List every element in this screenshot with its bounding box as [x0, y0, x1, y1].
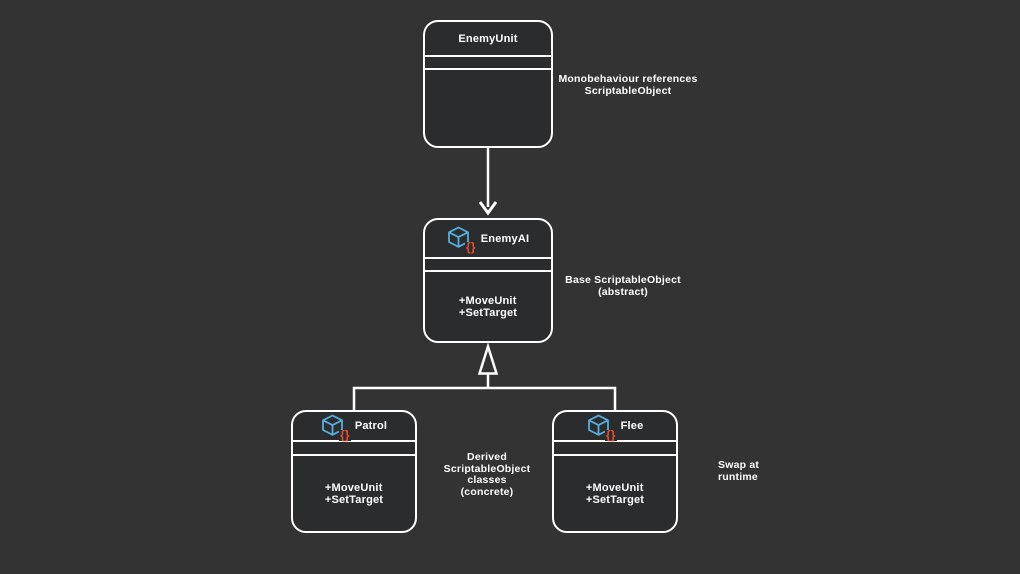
code-braces-icon: {}	[465, 240, 477, 254]
class-node-enemyunit: EnemyUnit	[423, 20, 553, 148]
code-braces-icon: {}	[604, 427, 617, 442]
methods-compartment: +MoveUnit +SetTarget	[554, 456, 676, 531]
method-label: +SetTarget	[324, 493, 384, 506]
annotation-base-scriptableobject: Base ScriptableObject (abstract)	[565, 274, 681, 298]
code-braces-icon: {}	[339, 427, 351, 442]
class-title: Patrol	[354, 420, 388, 432]
class-title-row: {} Flee	[554, 412, 676, 442]
compartment-divider	[425, 270, 551, 272]
method-label: +MoveUnit	[324, 481, 383, 494]
method-label: +MoveUnit	[458, 294, 517, 307]
scriptableobject-icon: {}	[587, 414, 617, 442]
scriptableobject-icon: {}	[447, 226, 477, 254]
fields-compartment	[425, 57, 551, 68]
method-label: +MoveUnit	[585, 481, 644, 494]
class-title: EnemyAI	[480, 232, 530, 245]
scriptableobject-icon: {}	[321, 414, 351, 442]
compartment-divider	[425, 257, 551, 259]
class-node-patrol: {} Patrol +MoveUnit +SetTarget	[291, 410, 417, 533]
compartment-divider	[293, 454, 415, 456]
fields-compartment	[554, 442, 676, 454]
class-node-flee: {} Flee +MoveUnit +SetTarget	[552, 410, 678, 533]
methods-compartment: +MoveUnit +SetTarget	[293, 456, 415, 531]
method-label: +SetTarget	[458, 306, 518, 319]
annotation-swap-at-runtime: Swap at runtime	[718, 459, 760, 483]
compartment-divider	[554, 440, 676, 442]
class-title-row: {} EnemyAI	[425, 220, 551, 257]
fields-compartment	[425, 259, 551, 270]
method-label: +SetTarget	[585, 493, 645, 506]
class-title: EnemyUnit	[458, 32, 518, 45]
methods-compartment	[425, 70, 551, 146]
compartment-divider	[425, 55, 551, 57]
methods-compartment: +MoveUnit +SetTarget	[425, 272, 551, 341]
class-title: Flee	[620, 420, 644, 432]
compartment-divider	[554, 454, 676, 456]
compartment-divider	[425, 68, 551, 70]
arrowhead-icon	[478, 201, 498, 216]
inheritance-triangle-icon	[477, 342, 499, 375]
annotation-derived-classes: Derived ScriptableObject classes (concre…	[443, 451, 531, 498]
annotation-monobehaviour-references: Monobehaviour references ScriptableObjec…	[558, 73, 698, 97]
inheritance-branch-line	[352, 386, 617, 410]
fields-compartment	[293, 442, 415, 454]
class-title-row: {} Patrol	[293, 412, 415, 442]
class-node-enemyai: {} EnemyAI +MoveUnit +SetTarget	[423, 218, 553, 343]
compartment-divider	[293, 440, 415, 442]
